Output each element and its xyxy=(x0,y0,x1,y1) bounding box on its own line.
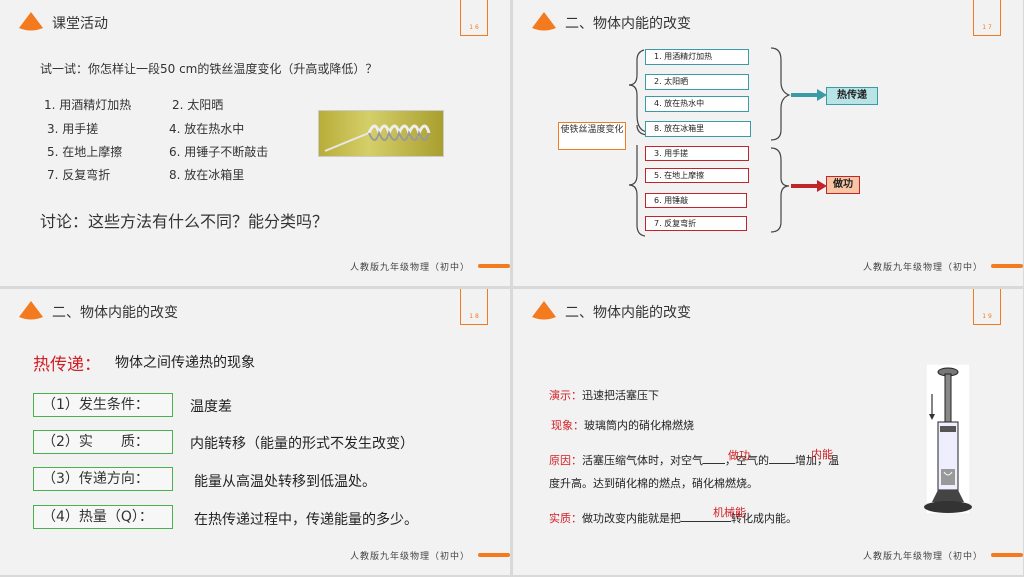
slide-heat-transfer[interactable]: 二、物体内能的改变 1 8 热传递： 物体之间传递热的现象 （1）发生条件： 温… xyxy=(0,289,510,575)
center-node: 使铁丝温度变化 xyxy=(558,122,626,150)
reason-line-continued: 度升高。达到硝化棉的燃点，硝化棉燃烧。 xyxy=(549,477,758,490)
slide-activity[interactable]: 课堂活动 1 6 试一试：你怎样让一段50 cm的铁丝温度变化（升高或降低）？ … xyxy=(0,0,510,286)
footer-text: 人教版九年级物理（初中） xyxy=(863,552,984,562)
definition-text: 物体之间传递热的现象 xyxy=(115,355,255,371)
piston-cylinder-apparatus xyxy=(924,364,972,515)
answer-fill-work: 做功 xyxy=(728,449,750,462)
method-item: 4. 放在热水中 xyxy=(169,122,245,136)
orange-fan-logo-icon xyxy=(532,301,556,320)
iron-wire-coil-image xyxy=(318,110,444,157)
orange-fan-logo-icon xyxy=(19,301,43,320)
footer-accent-bar xyxy=(991,264,1023,268)
work-method-node: 3. 用手搓 xyxy=(645,146,749,161)
work-label: 做功 xyxy=(826,176,860,194)
answer-fill-mechanical-energy: 机械能 xyxy=(713,506,746,519)
method-item: 3. 用手搓 xyxy=(47,122,99,136)
activity-prompt: 试一试：你怎样让一段50 cm的铁丝温度变化（升高或降低）？ xyxy=(40,62,378,76)
method-item: 5. 在地上摩擦 xyxy=(47,145,123,159)
work-method-node: 5. 在地上摩擦 xyxy=(645,168,749,183)
essence-line: 实质：做功改变内能就是把转化成内能。 xyxy=(549,512,797,525)
heat-method-node: 4. 放在热水中 xyxy=(645,96,749,112)
method-item: 7. 反复弯折 xyxy=(47,168,111,182)
classification-braces xyxy=(628,47,827,237)
method-item: 6. 用锤子不断敲击 xyxy=(169,145,269,159)
page-number-tag: 1 9 xyxy=(973,289,1001,325)
discussion-question: 讨论：这些方法有什么不同？能分类吗？ xyxy=(40,212,329,231)
answer-fill-internal-energy: 内能 xyxy=(811,448,833,461)
demo-line: 演示：迅速把活塞压下 xyxy=(549,389,659,402)
attribute-label: （1）发生条件： xyxy=(33,393,173,417)
heat-transfer-label: 热传递 xyxy=(826,87,878,105)
page-number-tag: 1 7 xyxy=(973,0,1001,36)
orange-fan-logo-icon xyxy=(532,12,556,31)
attribute-label: （4）热量（Q）： xyxy=(33,505,173,529)
work-method-node: 7. 反复弯折 xyxy=(645,216,747,231)
footer-accent-bar xyxy=(991,553,1023,557)
page-number-tag: 1 6 xyxy=(460,0,488,36)
method-item: 2. 太阳晒 xyxy=(172,98,224,112)
orange-fan-logo-icon xyxy=(19,12,43,31)
attribute-label: （2）实 质： xyxy=(33,430,173,454)
heat-method-node: 1. 用酒精灯加热 xyxy=(645,49,749,65)
footer-text: 人教版九年级物理（初中） xyxy=(863,263,984,273)
attribute-value: 温度差 xyxy=(190,399,232,415)
slide-title: 二、物体内能的改变 xyxy=(565,16,691,32)
slide-classification[interactable]: 二、物体内能的改变 1 7 使铁丝温度变化 1. 用酒精灯加热 2. 太阳晒 4… xyxy=(513,0,1023,286)
method-item: 1. 用酒精灯加热 xyxy=(44,98,132,112)
work-method-node: 6. 用锤敲 xyxy=(645,193,747,208)
slide-title: 二、物体内能的改变 xyxy=(565,305,691,321)
page-number-tag: 1 8 xyxy=(460,289,488,325)
method-item: 8. 放在冰箱里 xyxy=(169,168,245,182)
heat-method-node: 2. 太阳晒 xyxy=(645,74,749,90)
slide-title: 课堂活动 xyxy=(52,16,108,32)
attribute-label: （3）传递方向： xyxy=(33,467,173,491)
attribute-value: 内能转移（能量的形式不发生改变） xyxy=(190,436,414,452)
footer-accent-bar xyxy=(478,264,510,268)
slide-title: 二、物体内能的改变 xyxy=(52,305,178,321)
attribute-value: 能量从高温处转移到低温处。 xyxy=(194,474,376,490)
reason-line: 原因：活塞压缩气体时，对空气，空气的增加，温 xyxy=(549,454,839,467)
footer-text: 人教版九年级物理（初中） xyxy=(350,552,471,562)
footer-text: 人教版九年级物理（初中） xyxy=(350,263,471,273)
slide-work-demo[interactable]: 二、物体内能的改变 1 9 演示：迅速把活塞压下 现象：玻璃筒内的硝化棉燃烧 原… xyxy=(513,289,1023,575)
heat-method-node: 8. 放在冰箱里 xyxy=(645,121,751,137)
phenomenon-line: 现象：玻璃筒内的硝化棉燃烧 xyxy=(551,419,694,432)
attribute-value: 在热传递过程中，传递能量的多少。 xyxy=(194,512,418,528)
footer-accent-bar xyxy=(478,553,510,557)
definition-term: 热传递： xyxy=(33,355,101,375)
